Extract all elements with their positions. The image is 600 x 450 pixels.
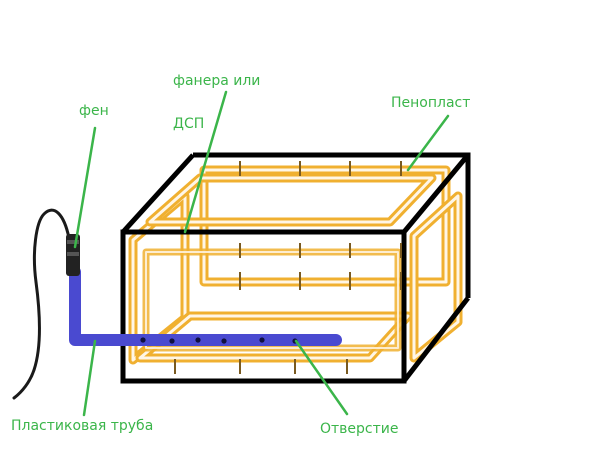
label-plywood-line2: ДСП [173,116,205,132]
box-bottom-right-edge [402,296,470,383]
label-plastic-pipe: Пластиковая труба [11,418,154,434]
leader-lines [73,90,450,417]
leader-hole [294,339,349,416]
box-top-right-edge [402,153,470,234]
foam-front-panel [142,248,402,352]
hair-dryer-icon [66,234,80,276]
foam-right-panel [409,191,463,363]
leader-fanera [183,90,228,234]
plastic-pipe [69,266,342,346]
leader-penoplast [406,114,450,172]
foam-panels [128,165,463,365]
label-hair-dryer: фен [79,103,109,119]
foam-bottom-panel [135,311,413,363]
power-cord [12,208,71,400]
label-foam: Пенопласт [391,95,471,111]
label-plywood-line1: фанера или [173,73,261,89]
tick-marks [174,161,402,374]
foam-top-panel [145,173,437,227]
plywood-box [120,152,471,384]
label-hole: Отверстие [320,421,399,437]
leader-fen [73,126,97,249]
foam-back-panel [199,165,451,287]
box-top-left-edge [121,153,195,234]
pipe-holes [140,337,298,344]
leader-pipe [82,339,97,417]
